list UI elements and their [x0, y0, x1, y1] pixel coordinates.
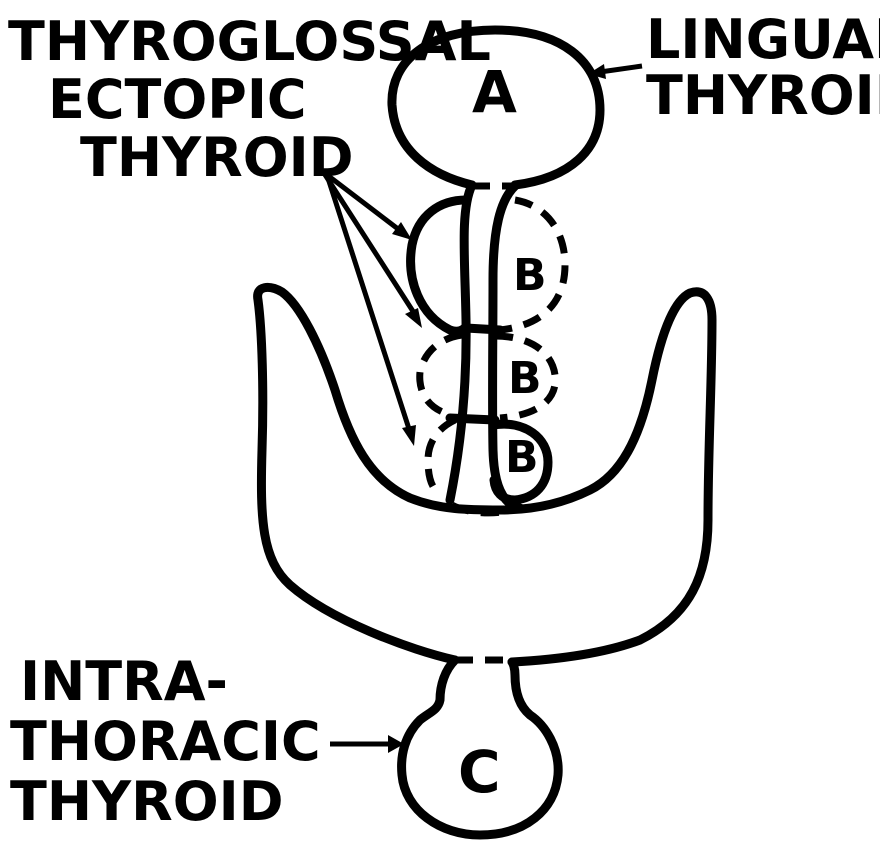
lingual-label: LINGUAL THYROID: [646, 8, 880, 127]
thyroglossal-line-2: ECTOPIC: [48, 68, 307, 131]
thyroglossal-line-3: THYROID: [80, 126, 354, 189]
left-mass-2: [420, 335, 462, 414]
thyroid-gland-outline: [258, 287, 712, 662]
duct-bridge-2: [450, 418, 495, 420]
letter-a: A: [472, 58, 517, 126]
intrathoracic-line-2: THORACIC: [10, 710, 321, 773]
letter-b-top: B: [513, 250, 547, 301]
letter-b-middle: B: [508, 353, 542, 404]
left-mass-1: [411, 200, 466, 331]
thyroglossal-arrows: [318, 168, 422, 446]
letter-b-bottom: B: [505, 432, 539, 483]
letter-c: C: [458, 738, 501, 806]
duct-bridge-1: [466, 328, 500, 330]
intrathoracic-arrow: [330, 735, 404, 753]
intrathoracic-line-3: THYROID: [10, 770, 284, 833]
thyroglossal-duct-left: [450, 185, 472, 500]
thyroglossal-line-1: THYROGLOSSAL: [8, 10, 491, 73]
thyroglossal-label: THYROGLOSSAL ECTOPIC THYROID: [8, 10, 510, 189]
lingual-line-2: THYROID: [646, 64, 880, 127]
intrathoracic-line-1: INTRA-: [20, 650, 228, 713]
lingual-line-1: LINGUAL: [646, 8, 880, 71]
intrathoracic-label: INTRA- THORACIC THYROID: [10, 650, 339, 833]
